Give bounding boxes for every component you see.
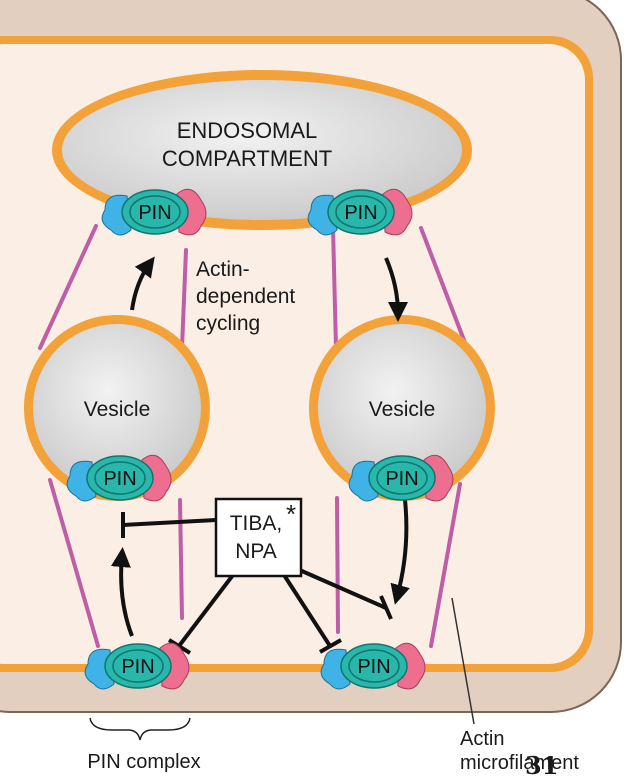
vesicle-left-label: Vesicle [84,398,151,421]
pin-label-oval [129,195,181,229]
pin-complex-brace [89,717,191,741]
pin-subunit-teal [104,643,172,689]
pin-label: PIN [138,202,171,224]
arrow-vesicle-to-membrane [390,499,410,605]
pin-label-oval [112,649,164,683]
pin-label: PIN [121,656,154,678]
cycling-label-line2: dependent [196,285,295,308]
pin-label-oval [335,195,387,229]
arrow-endosome-to-vesicle [384,257,408,322]
pin-complex-membrane-right: PIN [320,642,426,690]
pin-complex-endosome-left: PIN [101,188,207,236]
pin-subunit-teal [327,189,395,235]
vesicle-right [318,324,486,492]
pin-complex-membrane-left: PIN [84,642,190,690]
arrow-vesicle-to-endosome [130,256,155,311]
pin-label: PIN [357,656,390,678]
actin-callout-line [451,597,475,725]
actin-label-line1: Actin [460,728,504,750]
pin-complex-endosome-right: PIN [307,188,413,236]
inhibition-lines [121,512,393,655]
endosome-label-line2: COMPARTMENT [162,146,332,171]
pin-complex-vesicle-left: PIN [66,454,172,502]
inhibitor-label-line2: NPA [235,540,277,563]
cycling-label-line3: cycling [196,312,260,335]
vesicle-right-label: Vesicle [369,398,436,421]
pin-label: PIN [103,468,136,490]
endosomal-compartment [62,80,462,220]
pin-label: PIN [344,202,377,224]
cycling-label-line1: Actin- [196,258,250,281]
pin-subunit-teal [340,643,408,689]
endosome-label-line1: ENDOSOMAL [177,118,318,143]
pin-subunit-teal [121,189,189,235]
actin-microfilaments [38,224,469,648]
inhibitor-label-line1: TIBA, [230,512,283,535]
pin-complex-label: PIN complex [87,751,200,773]
pin-label-oval [348,649,400,683]
pin-label: PIN [385,468,418,490]
pin-subunit-teal [86,455,154,501]
pin-label-oval [94,461,146,495]
arrow-membrane-to-vesicle [110,547,134,637]
vesicle-left [33,324,201,492]
inhibitor-asterisk: * [286,499,296,529]
pin-complex-vesicle-right: PIN [348,454,454,502]
pin-subunit-teal [368,455,436,501]
actin-label-line2: microfilament [460,752,579,774]
inhibitor-box [214,497,303,578]
pin-label-oval [376,461,428,495]
page-number: 31 [525,751,558,778]
